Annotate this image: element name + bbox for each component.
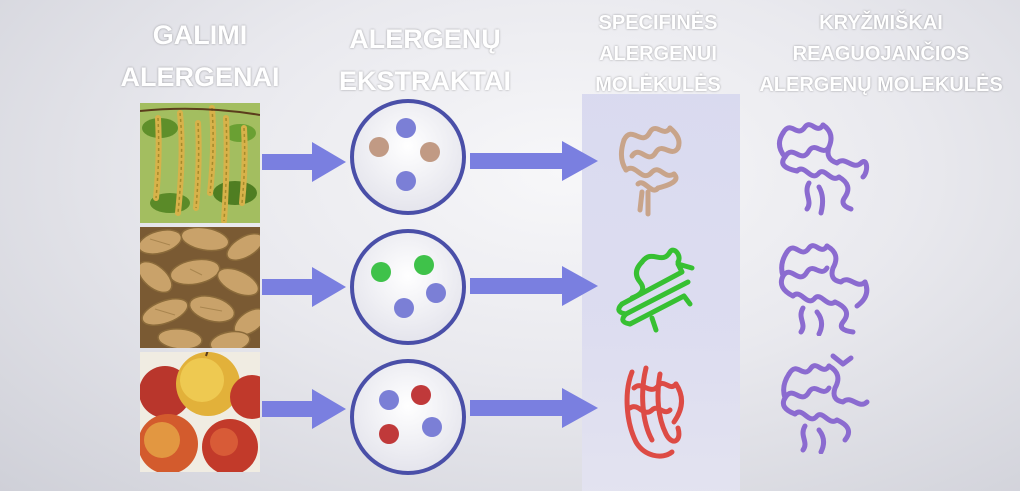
header-line: EKSTRAKTAI bbox=[339, 66, 511, 96]
extract-molecule-dot bbox=[369, 137, 389, 157]
extract-molecule-dot bbox=[394, 298, 414, 318]
specific-molecule-peanut bbox=[612, 242, 702, 339]
specific-molecule-apple bbox=[612, 362, 692, 473]
extract-molecule-dot bbox=[379, 390, 399, 410]
extract-molecule-dot bbox=[411, 385, 431, 405]
extract-dish bbox=[348, 227, 468, 347]
extract-molecule-dot bbox=[371, 262, 391, 282]
cross-reactive-molecule bbox=[773, 236, 873, 341]
header-line: ALERGENŲ bbox=[349, 24, 501, 54]
header-allergen-extracts: ALERGENŲ EKSTRAKTAI bbox=[320, 18, 530, 102]
header-specific-molecules: SPECIFINĖS ALERGENUI MOLĖKULĖS bbox=[568, 8, 748, 101]
cross-reactive-molecule bbox=[773, 350, 873, 459]
extract-molecule-dot bbox=[396, 118, 416, 138]
birch-catkins-photo bbox=[140, 103, 260, 223]
apples-photo bbox=[140, 352, 260, 472]
arrow-extract-to-molecule bbox=[470, 386, 600, 430]
header-line: ALERGENŲ MOLEKULĖS bbox=[759, 74, 1003, 96]
header-line: ALERGENUI bbox=[599, 43, 717, 65]
extract-molecule-dot bbox=[426, 283, 446, 303]
extract-molecule-dot bbox=[414, 255, 434, 275]
header-line: ALERGENAI bbox=[120, 62, 280, 92]
arrow-extract-to-molecule bbox=[470, 139, 600, 183]
extract-dish bbox=[348, 357, 468, 477]
extract-molecule-dot bbox=[379, 424, 399, 444]
specific-molecule-birch bbox=[612, 118, 692, 223]
header-line: SPECIFINĖS bbox=[598, 12, 718, 34]
arrow-source-to-extract bbox=[262, 388, 347, 430]
extract-molecule-dot bbox=[422, 417, 442, 437]
header-line: REAGUOJANČIOS bbox=[792, 43, 970, 65]
extract-dish bbox=[348, 97, 468, 217]
peanuts-photo bbox=[140, 227, 260, 348]
header-line: GALIMI bbox=[152, 20, 248, 50]
header-cross-reactive-molecules: KRYŽMIŠKAI REAGUOJANČIOS ALERGENŲ MOLEKU… bbox=[742, 8, 1020, 101]
header-possible-allergens: GALIMI ALERGENAI bbox=[105, 14, 295, 98]
header-line: KRYŽMIŠKAI bbox=[819, 12, 943, 34]
header-line: MOLĖKULĖS bbox=[595, 74, 721, 96]
arrow-source-to-extract bbox=[262, 141, 347, 183]
arrow-extract-to-molecule bbox=[470, 264, 600, 308]
arrow-source-to-extract bbox=[262, 266, 347, 308]
extract-molecule-dot bbox=[396, 171, 416, 191]
cross-reactive-molecule bbox=[773, 113, 873, 222]
extract-molecule-dot bbox=[420, 142, 440, 162]
